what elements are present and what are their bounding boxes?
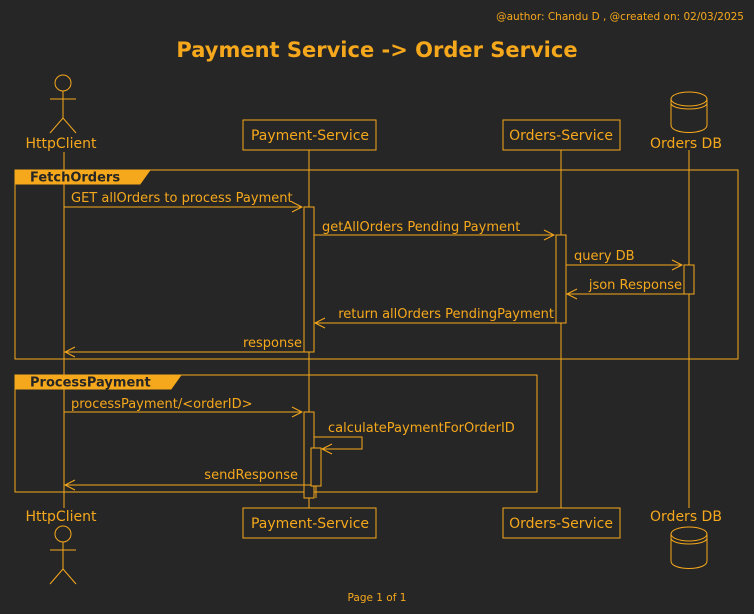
group-processpayment-tab	[14, 374, 182, 390]
message-arrowhead-4	[565, 288, 578, 300]
message-arrowhead-9	[63, 479, 76, 491]
group-fetchorders-tab	[14, 169, 151, 185]
participant-label-orders-service-bottom: Orders-Service	[509, 516, 613, 532]
participant-label-httpclient-bottom: HttpClient	[26, 509, 97, 525]
message-label-2: getAllOrders Pending Payment	[322, 220, 520, 235]
message-arrowhead-7	[291, 406, 304, 418]
message-arrow-8	[314, 436, 363, 450]
actor-httpclient-bottom	[49, 525, 77, 585]
actor-httpclient-top	[49, 74, 77, 134]
database-icon-bottom	[670, 526, 708, 569]
message-arrowhead-8	[320, 443, 333, 455]
participant-label-orders-db-top: Orders DB	[650, 136, 722, 152]
message-label-6: response	[243, 336, 302, 351]
message-label-7: processPayment/<orderID>	[71, 397, 253, 412]
participant-label-payment-service-bottom: Payment-Service	[251, 516, 369, 532]
participant-label-httpclient-top: HttpClient	[26, 136, 97, 152]
message-label-1: GET allOrders to process Payment	[71, 191, 293, 206]
message-label-3: query DB	[574, 249, 635, 264]
message-arrowhead-1	[291, 201, 304, 213]
message-label-5: return allOrders PendingPayment	[338, 307, 554, 322]
activation-payment-service-1	[303, 206, 315, 353]
message-arrowhead-2	[543, 229, 556, 241]
participant-label-orders-service-top: Orders-Service	[509, 128, 613, 144]
group-processpayment-label: ProcessPayment	[30, 376, 151, 391]
group-fetchorders-label: FetchOrders	[30, 171, 120, 186]
group-fetchorders-frame	[14, 169, 739, 360]
activation-orders-db-1	[683, 264, 695, 295]
message-label-9: sendResponse	[204, 468, 298, 483]
message-label-8: calculatePaymentForOrderID	[328, 421, 515, 436]
diagram-title: Payment Service -> Order Service	[176, 38, 577, 62]
participant-box-orders-service-top	[502, 119, 621, 151]
database-icon-top	[670, 91, 708, 133]
group-processpayment-frame	[14, 374, 538, 493]
header-note: @author: Chandu D , @created on: 02/03/2…	[496, 11, 744, 23]
message-arrowhead-5	[313, 317, 326, 329]
message-label-4: json Response	[588, 278, 682, 293]
participant-label-orders-db-bottom: Orders DB	[650, 509, 722, 525]
participant-label-payment-service-top: Payment-Service	[251, 128, 369, 144]
activation-payment-service-3	[310, 447, 322, 487]
page-footer: Page 1 of 1	[348, 592, 407, 604]
participant-box-payment-service-top	[242, 119, 377, 151]
activation-orders-service-1	[555, 234, 567, 324]
participant-box-payment-service-bottom	[242, 507, 377, 539]
message-arrowhead-3	[671, 259, 684, 271]
message-arrowhead-6	[63, 346, 76, 358]
participant-box-orders-service-bottom	[502, 507, 621, 539]
